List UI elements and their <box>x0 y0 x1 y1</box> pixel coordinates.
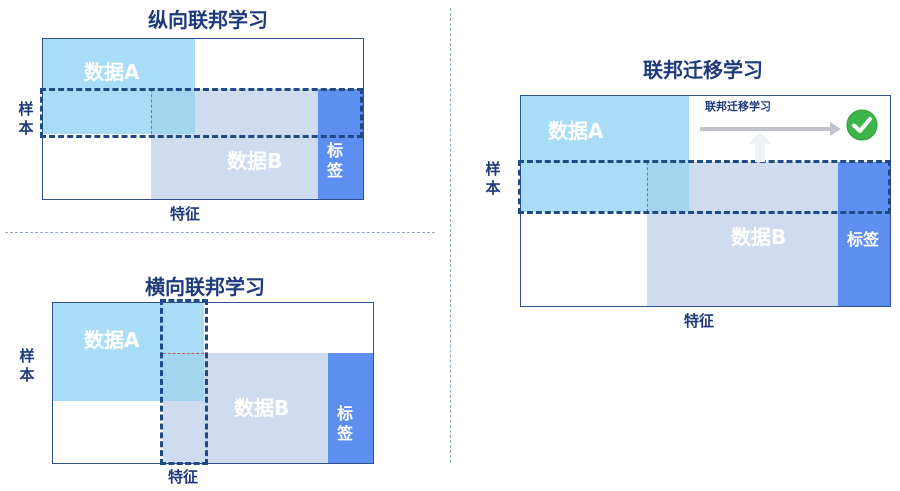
check-circle-icon <box>846 109 878 141</box>
transfer-label-block <box>838 162 890 306</box>
transfer-arrow-label: 联邦迁移学习 <box>705 100 771 113</box>
horizontal-label-text: 标签 <box>336 404 353 443</box>
panel-divider-vertical <box>450 8 451 463</box>
vertical-sample-axis: 样本 <box>18 100 34 137</box>
horizontal-overlap-block <box>163 353 204 401</box>
transfer-data-a-label: 数据A <box>548 119 604 143</box>
horizontal-sample-axis: 样本 <box>19 347 35 384</box>
horizontal-fl-title: 横向联邦学习 <box>145 275 265 299</box>
transfer-feature-axis: 特征 <box>684 312 715 330</box>
arrow-up-icon <box>748 132 772 162</box>
vertical-overlap-guide <box>151 89 152 134</box>
horizontal-label-block <box>328 353 373 463</box>
transfer-label-text: 标签 <box>847 230 880 249</box>
transfer-overlap-block <box>647 162 689 212</box>
transfer-data-b-label: 数据B <box>731 225 787 249</box>
transfer-sample-axis: 样本 <box>485 160 501 197</box>
arrow-right-icon <box>700 122 841 136</box>
horizontal-shared-features-box <box>160 299 208 465</box>
horizontal-data-b-label: 数据B <box>234 396 290 420</box>
vertical-data-b-label: 数据B <box>227 149 283 173</box>
horizontal-data-a-label: 数据A <box>84 328 140 352</box>
vertical-fl-title: 纵向联邦学习 <box>148 8 268 32</box>
panel-divider-horizontal <box>5 232 435 233</box>
horizontal-feature-axis: 特征 <box>168 468 199 486</box>
vertical-overlap-block <box>151 89 195 134</box>
transfer-shared-samples-box <box>518 160 891 214</box>
vertical-label-text: 标签 <box>326 141 343 180</box>
transfer-fl-title: 联邦迁移学习 <box>643 58 763 82</box>
transfer-overlap-guide <box>647 162 648 212</box>
horizontal-overlap-guide <box>163 353 204 354</box>
vertical-data-a-label: 数据A <box>84 60 140 84</box>
vertical-label-block <box>318 89 363 199</box>
vertical-feature-axis: 特征 <box>170 205 201 223</box>
vertical-shared-samples-box <box>40 88 363 138</box>
